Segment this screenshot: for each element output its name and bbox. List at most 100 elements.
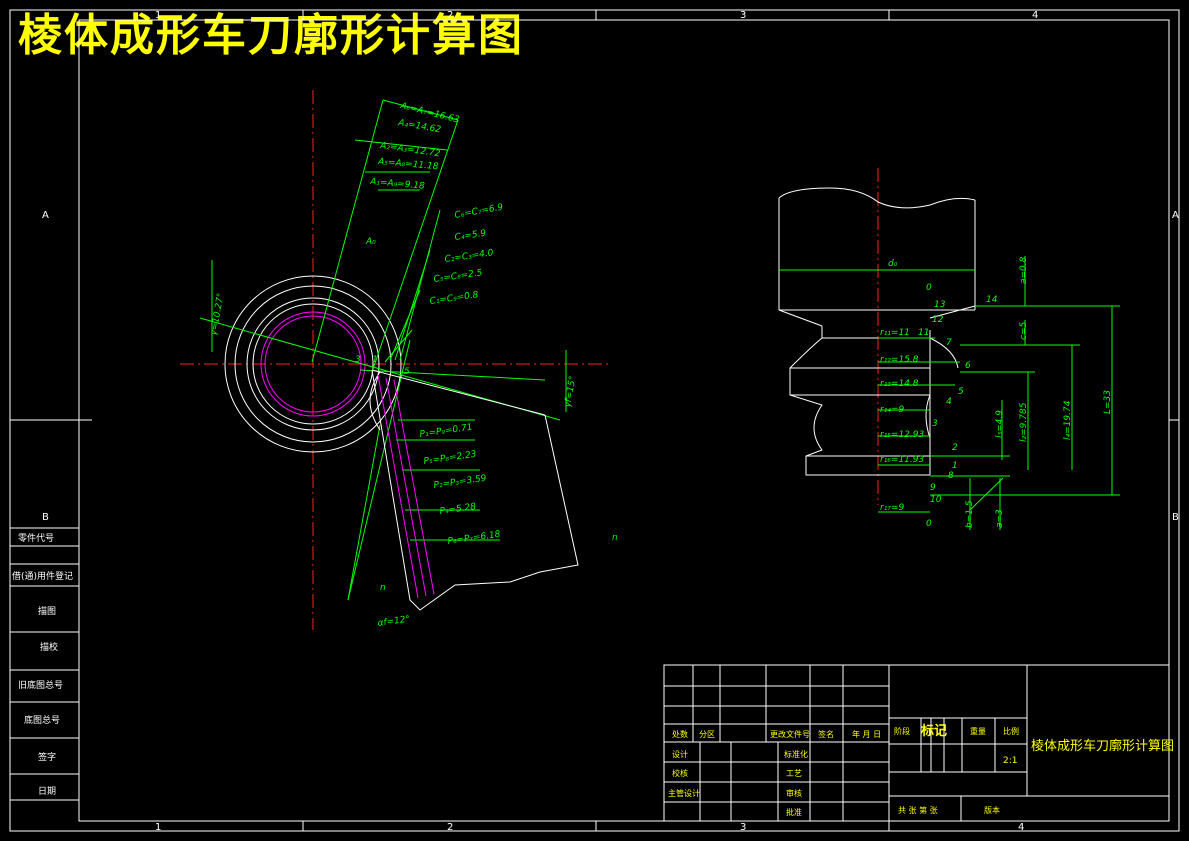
col-label-top-1: 1 [155, 10, 161, 21]
label-C6-C7: C₆=C₇=6.9 [454, 203, 504, 221]
point-6: 6 [965, 361, 971, 371]
point-14: 14 [986, 295, 998, 305]
label-design: 设计 [672, 749, 688, 759]
point-3: 3 [932, 419, 938, 429]
label-C5-C8: C₅=C₈=2.5 [433, 268, 483, 285]
point-10: 10 [930, 495, 942, 505]
label-r14: r₁₄=9 [880, 405, 904, 415]
col-label-top-3: 3 [740, 10, 746, 21]
label-gamma-f: γf=15° [563, 375, 578, 408]
point-13: 13 [934, 300, 946, 310]
label-mark: 标记 [920, 723, 947, 739]
section-mark-n-1: n [612, 533, 618, 543]
point-label-5: 5 [404, 367, 410, 377]
label-P6-P7: P₆=P₇=6.18 [447, 530, 501, 547]
col-label-bottom-4: 4 [1018, 822, 1024, 833]
label-process: 工艺 [786, 769, 802, 778]
label-r17: r₁₇=9 [880, 503, 904, 513]
label-P2-P3: P₂=P₃=3.59 [433, 474, 487, 491]
header-date: 年 月 日 [852, 729, 881, 739]
label-review: 审核 [786, 788, 802, 798]
label-scale: 比例 [1003, 726, 1019, 736]
side-signature: 签字 [38, 751, 56, 763]
label-r12: r₁₂=15.8 [880, 355, 919, 365]
side-panel [10, 527, 79, 801]
point-12: 12 [932, 315, 944, 325]
header-count: 处数 [672, 729, 688, 739]
label-A0: A₀ [365, 237, 376, 247]
point-7: 7 [946, 338, 952, 348]
label-r15: r₁₅=12.93 [880, 430, 924, 440]
label-l2: l₂=9.785 [1019, 402, 1029, 442]
label-r16: r₁₆=11.93 [880, 455, 924, 465]
row-label-right-B: B [1172, 512, 1179, 523]
label-A2-A3: A₂=A₃=12.72 [379, 141, 441, 159]
right-view: d₀ r₁₁=11 r₁₂=15.8 r₁₃=14.8 r₁₄=9 r₁₅=12… [778, 168, 1120, 530]
side-borrow-register: 借(通)用件登记 [12, 570, 73, 582]
label-l4: l₄=19.74 [1063, 400, 1073, 440]
label-a-0.8: a=0.8 [1019, 256, 1029, 284]
workpiece-circles [224, 275, 402, 453]
cutter-body [369, 369, 579, 611]
side-part-code: 零件代号 [18, 532, 54, 544]
label-version: 版本 [984, 805, 1000, 815]
point-1: 1 [952, 461, 958, 471]
point-2: 2 [952, 443, 958, 453]
label-check: 校核 [672, 768, 688, 778]
label-P5-P8: P₅=P₈=2.23 [423, 450, 477, 467]
label-a-3: a=3 [995, 509, 1005, 528]
col-label-bottom-2: 2 [447, 822, 453, 833]
point-0-bottom: 0 [926, 519, 932, 529]
side-base-number: 底图总号 [24, 714, 60, 726]
label-approve: 批准 [786, 807, 802, 817]
header-change-doc: 更改文件号 [770, 729, 810, 739]
header-zone: 分区 [699, 730, 715, 739]
title-block-drawing-name: 棱体成形车刀廓形计算图 [1031, 738, 1174, 754]
col-label-bottom-1: 1 [155, 822, 161, 833]
point-label-1: 1 [372, 355, 378, 365]
label-b: b=1.5 [965, 500, 975, 528]
label-stage: 阶段 [894, 726, 910, 736]
label-P1-P9: P₁=P₉=0.71 [419, 423, 473, 440]
label-P4: P₄=5.28 [439, 502, 477, 517]
point-4: 4 [946, 397, 952, 407]
section-mark-n-2: n [380, 583, 386, 593]
col-label-bottom-3: 3 [740, 822, 746, 833]
side-trace-check: 描校 [40, 641, 58, 653]
label-C1-C9: C₁=C₉=0.8 [429, 290, 479, 307]
label-alpha-f: αf=12° [377, 615, 411, 629]
workpiece-profile [778, 187, 976, 476]
side-date: 日期 [38, 786, 56, 797]
label-r11: r₁₁=11 [880, 328, 910, 338]
label-C4: C₄=5.9 [454, 229, 487, 243]
row-label-left-A: A [42, 210, 49, 221]
scale-value: 2:1 [1003, 756, 1017, 766]
label-sheet: 共 张 第 张 [898, 805, 938, 815]
label-A5-A8: A₅=A₈=11.18 [377, 157, 439, 172]
row-label-left-B: B [42, 512, 49, 523]
label-C2-C3: C₂=C₃=4.0 [444, 248, 494, 265]
point-8: 8 [948, 471, 954, 481]
point-11: 11 [918, 328, 929, 338]
label-c-5: c=5 [1019, 322, 1029, 340]
row-label-right-A: A [1172, 210, 1179, 221]
side-tracing: 描图 [38, 605, 56, 617]
label-L: L=33 [1103, 390, 1113, 414]
label-A4: A₄=14.62 [396, 118, 441, 136]
label-l3: l₃=4.9 [995, 410, 1005, 438]
label-chief-design: 主管设计 [668, 788, 700, 798]
point-label-3: 3 [355, 355, 361, 365]
label-r13: r₁₃=14.8 [880, 379, 919, 389]
drawing-title: 棱体成形车刀廓形计算图 [18, 10, 524, 61]
header-sign: 签名 [818, 729, 834, 739]
col-label-top-2: 2 [447, 10, 453, 21]
drawing-frame [9, 9, 1180, 832]
point-0-top: 0 [926, 283, 932, 293]
label-A1-A9: A₁=A₉=9.18 [369, 177, 426, 192]
point-5: 5 [958, 387, 964, 397]
label-standardization: 标准化 [784, 749, 808, 759]
left-view: 3 1 5 n n A₆=A₇=16.63 A₄=14.62 A₂=A₃=12.… [180, 90, 618, 630]
point-9: 9 [930, 483, 936, 493]
side-old-base-number: 旧底图总号 [18, 679, 63, 691]
